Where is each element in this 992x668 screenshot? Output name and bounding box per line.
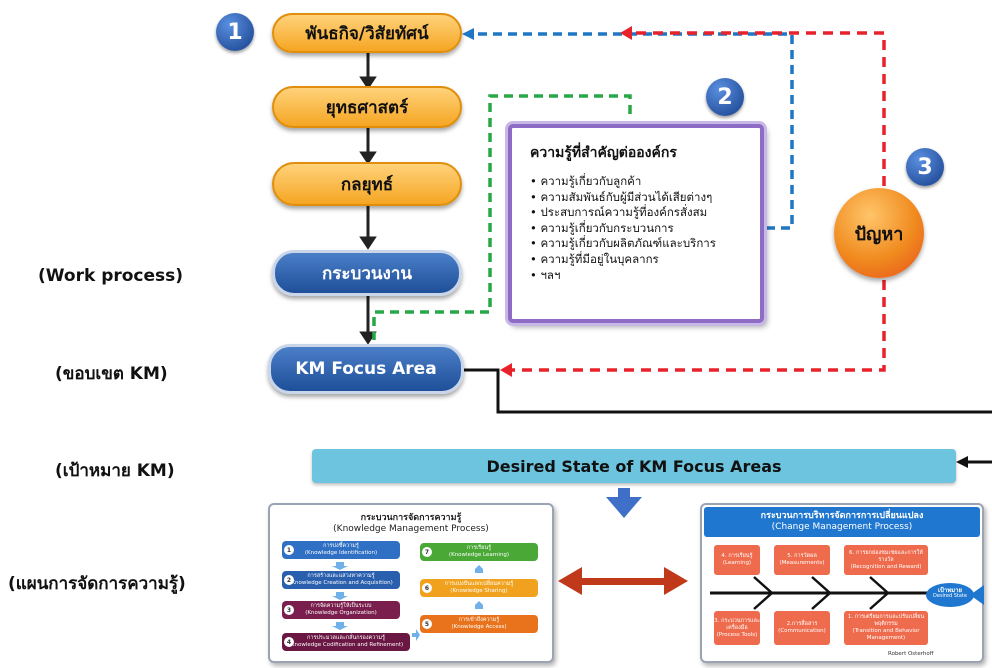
knowledge-list: • ความรู้เกี่ยวกับลูกค้า • ความสัมพันธ์ก… xyxy=(524,174,748,283)
change-step-label: 5. การวัดผล xyxy=(787,553,817,559)
fishbone-diagram xyxy=(710,576,984,610)
change-step-process-tools: 3. กระบวนการและเครื่องมือ (Process Tools… xyxy=(714,611,760,645)
knowledge-item: • ความรู้เกี่ยวกับผลิตภัณฑ์และบริการ xyxy=(530,236,716,251)
change-step-sub: (Measurements) xyxy=(779,560,825,566)
km-focus-area-box[interactable]: KM Focus Area xyxy=(268,344,464,394)
change-step-label: 1. การเตรียมการและปรับเปลี่ยนพฤติกรรม xyxy=(847,614,925,627)
change-step-communication: 2.การสื่อสาร (Communication) xyxy=(774,611,830,645)
change-credit: Robert Osterhoff xyxy=(888,651,934,657)
fish-head-sublabel: Desired State xyxy=(933,593,967,599)
km-step-number: 7 xyxy=(422,547,432,557)
km-step-sub: (Knowledge Sharing) xyxy=(450,588,508,594)
desired-state-bar[interactable]: Desired State of KM Focus Areas xyxy=(312,449,956,483)
km-step-2: การสร้างและแสวงหาความรู้ (Knowledge Crea… xyxy=(282,571,400,589)
change-step-sub: (Recognition and Reward) xyxy=(850,563,922,570)
mission-vision-box[interactable]: พันธกิจ/วิสัยทัศน์ xyxy=(272,13,462,53)
km-step-label: การประมวลและกลั่นกรองความรู้ xyxy=(307,635,385,641)
km-step-sub: (Knowledge Identification) xyxy=(304,550,378,556)
km-step-label: การเรียนรู้ xyxy=(466,545,492,551)
change-step-measurement: 5. การวัดผล (Measurements) xyxy=(774,545,830,575)
km-step-number: 5 xyxy=(422,619,432,629)
red-arrowhead-top xyxy=(620,26,632,40)
km-step-number: 3 xyxy=(284,605,294,615)
km-step-4: การประมวลและกลั่นกรองความรู้ (Knowledge … xyxy=(282,633,410,651)
change-step-label: 2.การสื่อสาร xyxy=(786,621,818,627)
work-process-box[interactable]: กระบวนงาน xyxy=(272,250,462,296)
change-step-sub: (Learning) xyxy=(722,560,752,566)
problem-circle[interactable]: ปัญหา xyxy=(834,188,924,278)
km-step-1: การบ่งชี้ความรู้ (Knowledge Identificati… xyxy=(282,541,400,559)
tactics-box[interactable]: กลยุทธ์ xyxy=(272,162,462,206)
km-step-label: การสร้างและแสวงหาความรู้ xyxy=(307,573,375,579)
change-step-sub: (Transition and Behavior Management) xyxy=(852,628,920,641)
change-step-transition: 1. การเตรียมการและปรับเปลี่ยนพฤติกรรม (T… xyxy=(844,611,928,645)
change-step-learning: 4. การเรียนรู้ (Learning) xyxy=(714,545,760,575)
km-step-sub: (Knowledge Access) xyxy=(451,624,507,630)
change-subtitle: (Change Management Process) xyxy=(771,522,913,532)
change-step-sub: (Process Tools) xyxy=(716,631,758,638)
km-step-number: 1 xyxy=(284,545,294,555)
knowledge-item: • ความรู้ที่มีอยู่ในบุคลากร xyxy=(530,251,659,266)
change-management-panel[interactable]: กระบวนการบริหารจัดการการเปลี่ยนแปลง (Cha… xyxy=(700,503,984,663)
km-flow-arrows xyxy=(332,562,483,641)
km-step-7: การเรียนรู้ (Knowledge Learning) xyxy=(420,543,538,561)
knowledge-item: • ความรู้เกี่ยวกับกระบวนการ xyxy=(530,220,674,235)
km-step-label: การเข้าถึงความรู้ xyxy=(458,617,500,623)
km-step-number: 6 xyxy=(422,583,432,593)
fish-head-label: เป้าหมาย xyxy=(937,587,963,594)
badge-3: 3 xyxy=(906,148,944,186)
km-process-subtitle: (Knowledge Management Process) xyxy=(333,524,489,534)
knowledge-item: • ความสัมพันธ์กับผู้มีส่วนได้เสียต่างๆ xyxy=(530,189,713,204)
km-step-sub: (Knowledge Organization) xyxy=(305,610,377,616)
change-step-label: 4. การเรียนรู้ xyxy=(721,553,753,559)
change-step-sub: (Communication) xyxy=(778,628,826,634)
label-km-scope: (ขอบเขต KM) xyxy=(55,364,168,384)
important-knowledge-box: ความรู้ที่สำคัญต่อองค์กร • ความรู้เกี่ยว… xyxy=(508,124,764,323)
knowledge-title: ความรู้ที่สำคัญต่อองค์กร xyxy=(530,145,677,161)
knowledge-item: • ฯลฯ xyxy=(530,267,561,282)
km-process-title: กระบวนการจัดการความรู้ xyxy=(360,513,462,523)
km-step-6: การแบ่งปันแลกเปลี่ยนความรู้ (Knowledge S… xyxy=(420,579,538,597)
change-step-label: 3. กระบวนการและเครื่องมือ xyxy=(714,617,760,631)
km-step-number: 2 xyxy=(284,575,294,585)
label-km-goal: (เป้าหมาย KM) xyxy=(55,461,175,481)
km-step-number: 4 xyxy=(284,637,294,647)
km-process-panel[interactable]: กระบวนการจัดการความรู้ (Knowledge Manage… xyxy=(268,503,554,663)
km-step-5: การเข้าถึงความรู้ (Knowledge Access) xyxy=(420,615,538,633)
km-step-sub: (Knowledge Codification and Refinement) xyxy=(288,642,404,648)
badge-1: 1 xyxy=(216,13,254,51)
label-work-process: (Work process) xyxy=(38,266,184,286)
change-step-label: 6. การยกย่องชมเชยและการให้รางวัล xyxy=(849,549,923,563)
km-step-label: การจัดความรู้ให้เป็นระบบ xyxy=(310,603,372,609)
knowledge-item: • ความรู้เกี่ยวกับลูกค้า xyxy=(530,174,642,188)
change-title: กระบวนการบริหารจัดการการเปลี่ยนแปลง xyxy=(760,511,924,521)
badge-2: 2 xyxy=(706,78,744,116)
km-step-3: การจัดความรู้ให้เป็นระบบ (Knowledge Orga… xyxy=(282,601,400,619)
km-step-label: การแบ่งปันแลกเปลี่ยนความรู้ xyxy=(444,581,514,587)
fish-head xyxy=(926,583,974,607)
change-step-recognition: 6. การยกย่องชมเชยและการให้รางวัล (Recogn… xyxy=(844,545,928,575)
km-step-sub: (Knowledge Creation and Acquisition) xyxy=(289,580,393,586)
change-header xyxy=(704,507,980,537)
strategy-box[interactable]: ยุทธศาสตร์ xyxy=(272,86,462,128)
knowledge-item: • ประสบการณ์ความรู้ที่องค์กรสั่งสม xyxy=(530,205,708,220)
km-step-sub: (Knowledge Learning) xyxy=(448,552,510,558)
label-km-plan: (แผนการจัดการความรู้) xyxy=(8,574,186,594)
km-step-label: การบ่งชี้ความรู้ xyxy=(323,543,359,549)
